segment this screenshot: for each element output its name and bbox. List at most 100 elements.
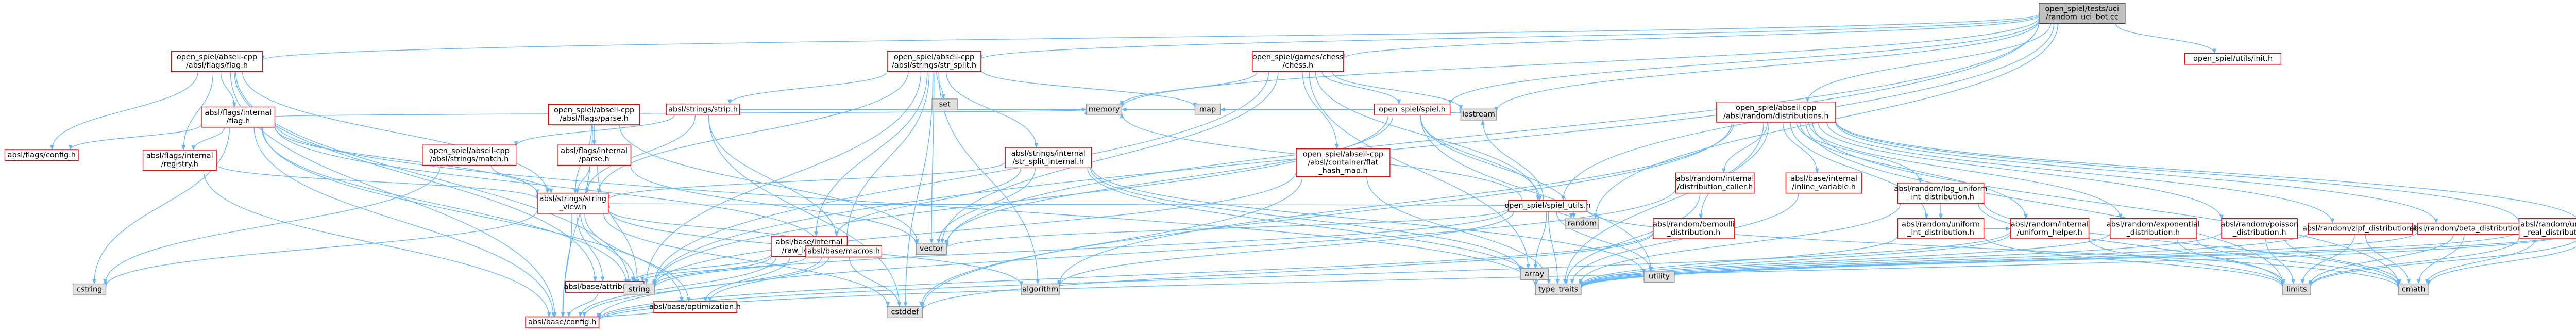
node-str-split-internal-h[interactable]: absl/strings/internal/str_split_internal… [1005, 147, 1092, 169]
node-exponential-h[interactable]: absl/random/exponential_distribution.h [2107, 218, 2200, 239]
node-label: _hash_map.h [1318, 167, 1367, 175]
edge-strip_h-to-cstddef [708, 115, 902, 307]
edge-flags_internal_parse_h-to-vector [630, 165, 919, 245]
edge-string_view_h-to-optimization_h [584, 213, 691, 302]
edge-gaussian_h-to-limits [2308, 240, 2576, 288]
node-chess-h[interactable]: open_spiel/games/chess/chess.h [1252, 51, 1344, 72]
node-label: /absl/strings/str_split.h [892, 61, 976, 70]
edge-str_split_internal_h-to-raw_logging_h [834, 168, 1022, 237]
node-flags-internal-parse-h[interactable]: absl/flags/internal/parse.h [557, 144, 632, 166]
node-box [2518, 218, 2576, 239]
node-spiel-h[interactable]: open_spiel/spiel.h [1374, 103, 1451, 115]
node-flags-internal-flag-h[interactable]: absl/flags/internal/flag.h [201, 106, 276, 128]
edge-flags_internal_flag_h-to-flags_config_h [68, 124, 202, 150]
node-label: string [629, 285, 650, 293]
node-inline-variable-h[interactable]: absl/base/internal/inline_variable.h [1785, 172, 1862, 194]
node-array: array [1520, 268, 1549, 280]
node-distributions-h[interactable]: open_spiel/abseil-cpp/absl/random/distri… [1716, 101, 1836, 123]
edge-uniform_helper_h-to-type_traits [1579, 233, 2011, 287]
edge-flags_h-to-flags_internal_registry_h [181, 71, 214, 151]
node-box [525, 316, 600, 328]
node-cmath: cmath [2398, 283, 2429, 295]
node-macros-h[interactable]: absl/base/macros.h [805, 245, 883, 258]
edge-spiel_utils_h-to-algorithm [1057, 211, 1514, 287]
node-algorithm: algorithm [1021, 283, 1060, 295]
edge-chess_h-to-string [652, 71, 1269, 285]
node-spiel-utils-h[interactable]: open_spiel/spiel_utils.h [1504, 200, 1591, 212]
edge-distributions_h-to-algorithm [1057, 122, 1735, 286]
edge-spiel_h-to-spiel_utils_h [1419, 115, 1542, 201]
edge-uniform_real_h-to-cmath [2425, 238, 2536, 285]
node-uniform-real-h[interactable]: absl/random/uniform_real_distribution.h [2518, 218, 2576, 239]
node-config-h[interactable]: absl/base/config.h [525, 316, 600, 328]
node-label: absl/strings/strip.h [668, 105, 738, 113]
node-zipf-h[interactable]: absl/random/zipf_distribution.h [2302, 222, 2418, 235]
node-label: open_spiel/spiel_utils.h [1504, 202, 1590, 210]
node-uniform-int-h[interactable]: absl/random/uniform_int_distribution.h [1897, 218, 1985, 239]
node-box [1296, 148, 1391, 177]
node-label: _int_distribution.h [1907, 193, 1974, 202]
node-flags-h[interactable]: open_spiel/abseil-cpp/absl/flags/flag.h [171, 51, 263, 72]
edge-exponential_h-to-cmath [2196, 238, 2401, 287]
edge-distributions_h-to-beta_h [1835, 122, 2438, 224]
node-box [4, 149, 79, 161]
edge-string_view_h-to-string [580, 213, 637, 285]
node-match-h[interactable]: open_spiel/abseil-cpp/absl/strings/match… [422, 144, 517, 166]
node-init-h[interactable]: open_spiel/utils/init.h [2184, 53, 2282, 65]
node-box [422, 144, 517, 166]
edge-exponential_h-to-limits [2177, 238, 2286, 285]
node-label: open_spiel/utils/init.h [2193, 55, 2273, 63]
edge-spiel_h-to-random [1420, 115, 1576, 219]
node-box [2184, 53, 2282, 65]
node-string-view-h[interactable]: absl/strings/string_view.h [537, 192, 609, 214]
node-flags-parse-h[interactable]: open_spiel/abseil-cpp/absl/flags/parse.h [548, 104, 640, 125]
node-box [1897, 183, 1985, 204]
node-uniform-helper-h[interactable]: absl/random/internal/uniform_helper.h [2010, 218, 2090, 239]
node-cstddef: cstddef [887, 306, 923, 319]
node-label: open_spiel/abseil-cpp [429, 147, 510, 155]
node-box [666, 103, 740, 115]
edge-str_split_h-to-strip_h [727, 71, 888, 105]
node-box [72, 283, 107, 295]
edge-string_view_h-to-cstddef [603, 213, 890, 307]
node-flags-internal-registry-h[interactable]: absl/flags/internal/registry.h [142, 150, 217, 171]
node-label: algorithm [1022, 285, 1058, 293]
node-label: memory [1089, 105, 1120, 113]
edge-uniform_int_h-to-type_traits [1579, 235, 1899, 287]
node-bernoulli-h[interactable]: absl/random/bernoulli_distribution.h [1653, 218, 1735, 239]
node-poisson-h[interactable]: absl/random/poisson_distribution.h [2221, 218, 2298, 239]
edge-strip_h-to-match_h [514, 114, 675, 147]
node-log-uniform-h[interactable]: absl/random/log_uniform_int_distribution… [1894, 183, 1988, 204]
edge-poisson_h-to-limits [2265, 238, 2296, 285]
node-flags-config-h[interactable]: absl/flags/config.h [4, 149, 79, 161]
node-distribution-caller-h[interactable]: absl/random/internal/distribution_caller… [1675, 172, 1755, 194]
node-root[interactable]: open_spiel/tests/uci/random_uci_bot.cc [2038, 3, 2126, 24]
node-layer: open_spiel/tests/uci/random_uci_bot.ccop… [4, 3, 2576, 328]
node-label: limits [2286, 285, 2307, 293]
node-flat-hash-map-h[interactable]: open_spiel/abseil-cpp/absl/container/fla… [1296, 148, 1391, 177]
node-optimization-h[interactable]: absl/base/optimization.h [649, 301, 741, 313]
node-box [1460, 108, 1497, 121]
node-box [557, 144, 632, 166]
node-box [1374, 103, 1451, 115]
edge-str_split_h-to-string_view_h [597, 71, 909, 194]
node-label: open_spiel/tests/uci [2045, 5, 2120, 13]
node-box [142, 150, 217, 171]
edge-attributes_h-to-config_h [567, 292, 599, 318]
edge-flags_h-to-flags_internal_flag_h [220, 71, 236, 108]
edge-spiel_utils_h-to-type_traits [1548, 211, 1560, 285]
node-label: absl/strings/internal [1011, 150, 1086, 158]
node-beta-h[interactable]: absl/random/beta_distribution.h [2410, 222, 2529, 235]
node-str-split-h[interactable]: open_spiel/abseil-cpp/absl/strings/str_s… [887, 51, 981, 72]
node-box [1194, 103, 1221, 115]
edge-flags_parse_h-to-vector [619, 124, 920, 244]
edge-macros_h-to-cstddef [849, 257, 902, 307]
node-box [623, 283, 655, 295]
edge-spiel_utils_h-to-utility [1556, 211, 1653, 272]
node-strip-h[interactable]: absl/strings/strip.h [666, 103, 740, 115]
node-label: /distribution_caller.h [1677, 183, 1753, 191]
node-label: absl/flags/internal [146, 152, 213, 160]
node-label: absl/random/internal [2011, 220, 2089, 228]
edge-distributions_h-to-uniform_int_h [1790, 122, 1929, 219]
edge-str_split_h-to-cstddef [903, 71, 934, 307]
